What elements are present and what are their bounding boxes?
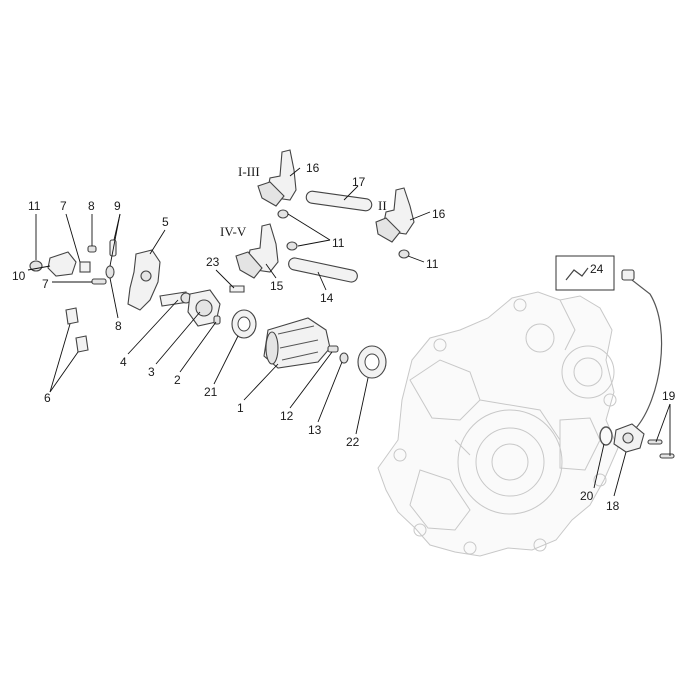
kit-box-24 — [555, 255, 615, 291]
seal-21 — [231, 309, 257, 339]
callout-8: 8 — [115, 319, 122, 333]
callout-18: 18 — [606, 499, 620, 513]
callout-13: 13 — [308, 423, 322, 437]
callout-21: 21 — [204, 385, 218, 399]
fork-label-1-3: I-III — [238, 164, 260, 179]
callout-10: 10 — [12, 269, 26, 283]
callout-24: 24 — [590, 262, 604, 276]
shift-fork-2 — [375, 187, 415, 243]
crankcase-housing — [377, 291, 619, 557]
callout-7: 7 — [60, 199, 67, 213]
callout-12: 12 — [280, 409, 294, 423]
callout-11: 11 — [332, 236, 345, 250]
callout-3: 3 — [148, 365, 155, 379]
screws-19 — [647, 439, 675, 459]
seal-22 — [357, 345, 387, 379]
drum-parts-12-13 — [327, 345, 349, 364]
leader-lines — [27, 167, 671, 497]
callout-9: 9 — [114, 199, 121, 213]
fork-label-2: II — [378, 198, 387, 213]
fork-label-4-5: IV-V — [220, 224, 247, 239]
neutral-sensor-18 — [613, 423, 645, 453]
shift-fork-4-5 — [235, 223, 279, 279]
callout-16: 16 — [432, 207, 446, 221]
callout-4: 4 — [120, 355, 127, 369]
callout-19: 19 — [662, 389, 676, 403]
callout-labels: 11 7 8 9 5 10 7 8 6 4 3 2 21 1 12 13 22 … — [12, 161, 676, 513]
callout-11: 11 — [426, 257, 439, 271]
callout-2: 2 — [174, 373, 181, 387]
callout-1: 1 — [237, 401, 244, 415]
callout-20: 20 — [580, 489, 594, 503]
fork-pins-11 — [277, 209, 410, 259]
callout-22: 22 — [346, 435, 360, 449]
callout-11: 11 — [28, 199, 41, 213]
callout-5: 5 — [162, 215, 169, 229]
callout-6: 6 — [44, 391, 51, 405]
sensor-cable — [621, 269, 663, 429]
selector-drum-1 — [263, 317, 331, 369]
callout-16: 16 — [306, 161, 320, 175]
callout-15: 15 — [270, 279, 284, 293]
callout-23: 23 — [206, 255, 220, 269]
fork-rod-17 — [305, 190, 373, 212]
shift-fork-1-3 — [257, 149, 297, 207]
fork-gear-labels: I-III IV-V II — [220, 164, 387, 239]
callout-14: 14 — [320, 291, 334, 305]
callout-7: 7 — [42, 277, 49, 291]
callout-8: 8 — [88, 199, 95, 213]
callout-17: 17 — [352, 175, 366, 189]
fork-rod-14 — [288, 257, 358, 283]
o-ring-20 — [599, 426, 613, 446]
